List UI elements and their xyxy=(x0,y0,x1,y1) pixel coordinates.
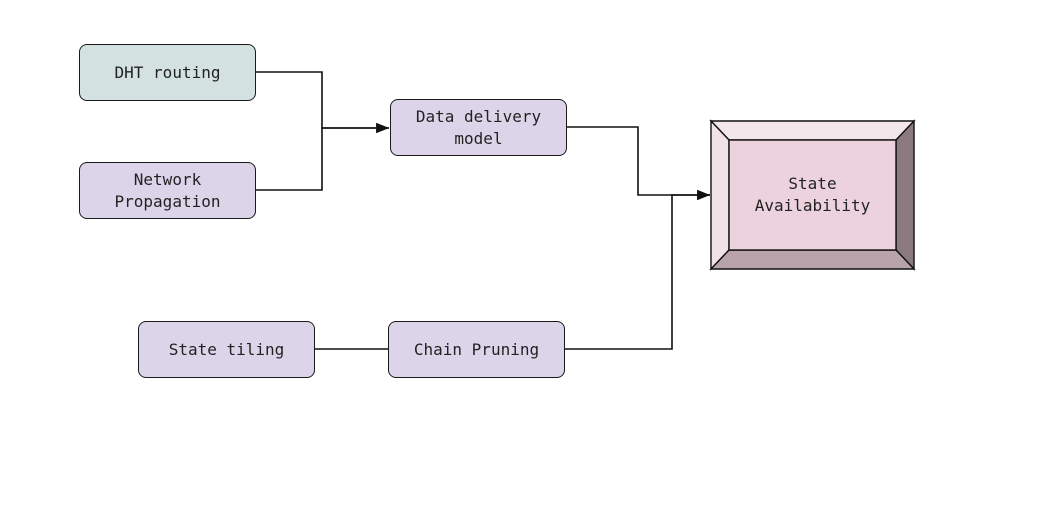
network-propagation-node[interactable]: Network Propagation xyxy=(79,162,256,219)
bevel-right-face xyxy=(895,119,915,271)
state-availability-label: State Availability xyxy=(754,174,871,215)
data-delivery-model-label: Data delivery model xyxy=(415,106,542,148)
network-propagation-label: Network Propagation xyxy=(114,169,221,211)
dht-routing-node[interactable]: DHT routing xyxy=(79,44,256,101)
edge-data-delivery-model-to-state-availability xyxy=(567,126,710,201)
dht-routing-label: DHT routing xyxy=(114,62,221,82)
state-availability-node[interactable]: State Availability xyxy=(729,140,896,250)
state-tiling-label: State tiling xyxy=(168,339,285,359)
chain-pruning-node[interactable]: Chain Pruning xyxy=(388,321,565,378)
edge-dht-routing-to-data-delivery-model xyxy=(256,71,389,134)
state-availability-bevel-frame xyxy=(709,119,916,271)
edge-network-propagation-to-data-delivery-model xyxy=(256,122,389,191)
data-delivery-model-node[interactable]: Data delivery model xyxy=(390,99,567,156)
bevel-center-face xyxy=(728,139,897,251)
chain-pruning-label: Chain Pruning xyxy=(413,339,540,359)
edge-chain-pruning-to-state-availability xyxy=(565,189,710,350)
state-tiling-node[interactable]: State tiling xyxy=(138,321,315,378)
bevel-bottom-face xyxy=(709,249,916,270)
bevel-left-face xyxy=(710,119,730,271)
bevel-top-face xyxy=(709,120,916,141)
